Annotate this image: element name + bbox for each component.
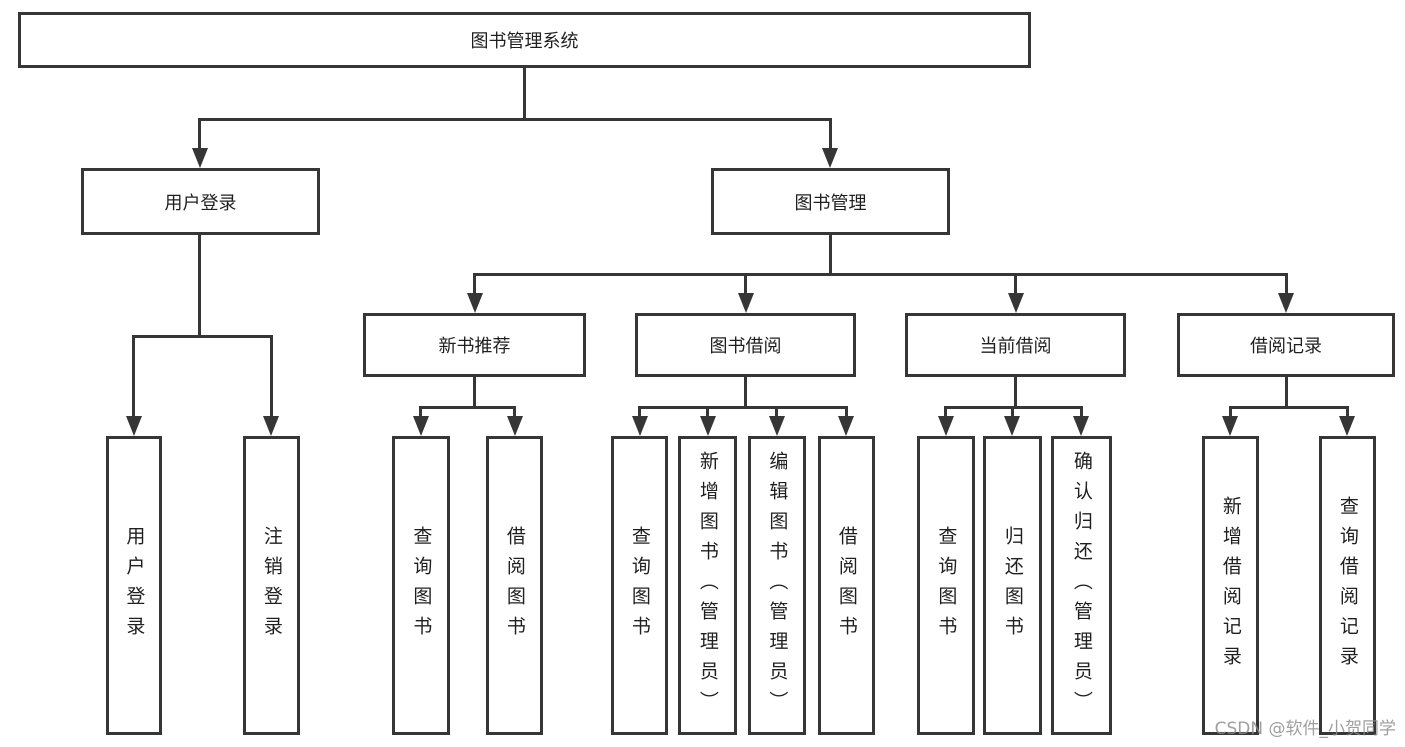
node-label: 借阅记录	[1250, 336, 1322, 357]
connector-book-borrow-rail	[638, 406, 848, 409]
node-label: 图书管理	[794, 192, 867, 214]
node-label: 查询图书	[935, 525, 958, 646]
connector-new-book-stub	[473, 377, 476, 407]
leaf-return-book: 归还图书	[983, 436, 1042, 735]
connector-drop-user-login	[198, 118, 201, 152]
arrow-down-icon	[738, 293, 754, 313]
connector-drop	[638, 406, 641, 420]
arrow-down-icon	[1073, 416, 1089, 436]
arrow-down-icon	[263, 416, 279, 436]
node-label: 查询图书	[410, 525, 433, 646]
arrow-down-icon	[938, 416, 954, 436]
node-label: 新增图书（管理员）	[696, 450, 719, 721]
node-label: 图书借阅	[709, 336, 782, 357]
arrow-down-icon	[700, 416, 716, 436]
connector-root-stub	[523, 68, 526, 121]
node-label: 当前借阅	[979, 336, 1052, 357]
arrow-down-icon	[838, 416, 854, 436]
arrow-down-icon	[1339, 416, 1355, 436]
leaf-query-borrow-record: 查询借阅记录	[1319, 436, 1376, 735]
leaf-add-book-admin: 新增图书（管理员）	[678, 436, 737, 735]
connector-current-borrow-stub	[1014, 377, 1017, 407]
connector-drop-leaf-user-login	[132, 335, 135, 418]
connector-drop-book-borrow	[744, 273, 747, 296]
connector-drop-borrow-record	[1285, 273, 1288, 296]
node-user-login: 用户登录	[81, 168, 320, 235]
connector-borrow-record-rail	[1229, 406, 1349, 409]
node-label: 用户登录	[123, 525, 146, 646]
arrow-down-icon	[822, 148, 838, 168]
node-new-book-recommend: 新书推荐	[363, 313, 586, 377]
leaf-query-book-borrow: 查询图书	[611, 436, 668, 735]
arrow-down-icon	[1008, 293, 1024, 313]
arrow-down-icon	[413, 416, 429, 436]
connector-drop-new-book	[473, 273, 476, 296]
connector-user-login-stub	[198, 235, 201, 335]
connector-drop-current-borrow	[1014, 273, 1017, 296]
node-label: 用户登录	[164, 192, 237, 214]
node-label: 归还图书	[1001, 525, 1024, 646]
csdn-watermark: CSDN @软件_小贺同学	[1214, 719, 1396, 739]
connector-drop	[1346, 406, 1349, 420]
connector-drop	[775, 406, 778, 420]
node-label: 注销登录	[260, 525, 283, 646]
connector-drop	[1080, 406, 1083, 420]
node-borrow-record: 借阅记录	[1177, 313, 1395, 377]
node-label: 新增借阅记录	[1219, 495, 1242, 676]
connector-book-borrow-stub	[744, 377, 747, 407]
leaf-edit-book-admin: 编辑图书（管理员）	[748, 436, 806, 735]
leaf-user-login: 用户登录	[106, 436, 162, 735]
node-label: 编辑图书（管理员）	[766, 450, 789, 721]
arrow-down-icon	[1278, 293, 1294, 313]
connector-borrow-record-stub	[1285, 377, 1288, 407]
node-label: 查询图书	[628, 525, 651, 646]
node-label: 图书管理系统	[470, 31, 579, 52]
node-label: 新书推荐	[438, 336, 511, 357]
leaf-borrow-book-recommend: 借阅图书	[486, 436, 543, 735]
connector-level2-rail	[198, 118, 832, 121]
node-label: 查询借阅记录	[1336, 495, 1359, 676]
connector-drop	[1229, 406, 1232, 420]
connector-drop	[706, 406, 709, 420]
arrow-down-icon	[507, 416, 523, 436]
arrow-down-icon	[192, 148, 208, 168]
connector-level3-rail	[473, 273, 1288, 276]
node-current-borrow: 当前借阅	[905, 313, 1126, 377]
node-label: 确认归还（管理员）	[1070, 450, 1093, 721]
connector-new-book-rail	[419, 406, 516, 409]
arrow-down-icon	[769, 416, 785, 436]
leaf-query-book-current: 查询图书	[917, 436, 975, 735]
connector-drop	[1011, 406, 1014, 420]
leaf-add-borrow-record: 新增借阅记录	[1202, 436, 1259, 735]
connector-drop	[944, 406, 947, 420]
connector-drop-book-management	[829, 118, 832, 152]
node-label: 借阅图书	[503, 525, 526, 646]
connector-drop	[513, 406, 516, 420]
arrow-down-icon	[632, 416, 648, 436]
node-book-borrow: 图书借阅	[635, 313, 856, 377]
leaf-confirm-return-admin: 确认归还（管理员）	[1051, 436, 1112, 735]
leaf-logout: 注销登录	[243, 436, 300, 735]
leaf-query-book-recommend: 查询图书	[392, 436, 450, 735]
connector-book-mgmt-stub	[829, 235, 832, 273]
connector-drop	[419, 406, 422, 420]
leaf-borrow-book: 借阅图书	[818, 436, 875, 735]
arrow-down-icon	[467, 293, 483, 313]
node-book-management: 图书管理	[711, 168, 950, 235]
connector-drop	[845, 406, 848, 420]
node-label: 借阅图书	[835, 525, 858, 646]
arrow-down-icon	[1222, 416, 1238, 436]
node-system-root: 图书管理系统	[18, 12, 1031, 68]
arrow-down-icon	[1004, 416, 1020, 436]
connector-user-login-rail	[132, 335, 273, 338]
arrow-down-icon	[126, 416, 142, 436]
connector-drop-leaf-logout	[270, 335, 273, 418]
